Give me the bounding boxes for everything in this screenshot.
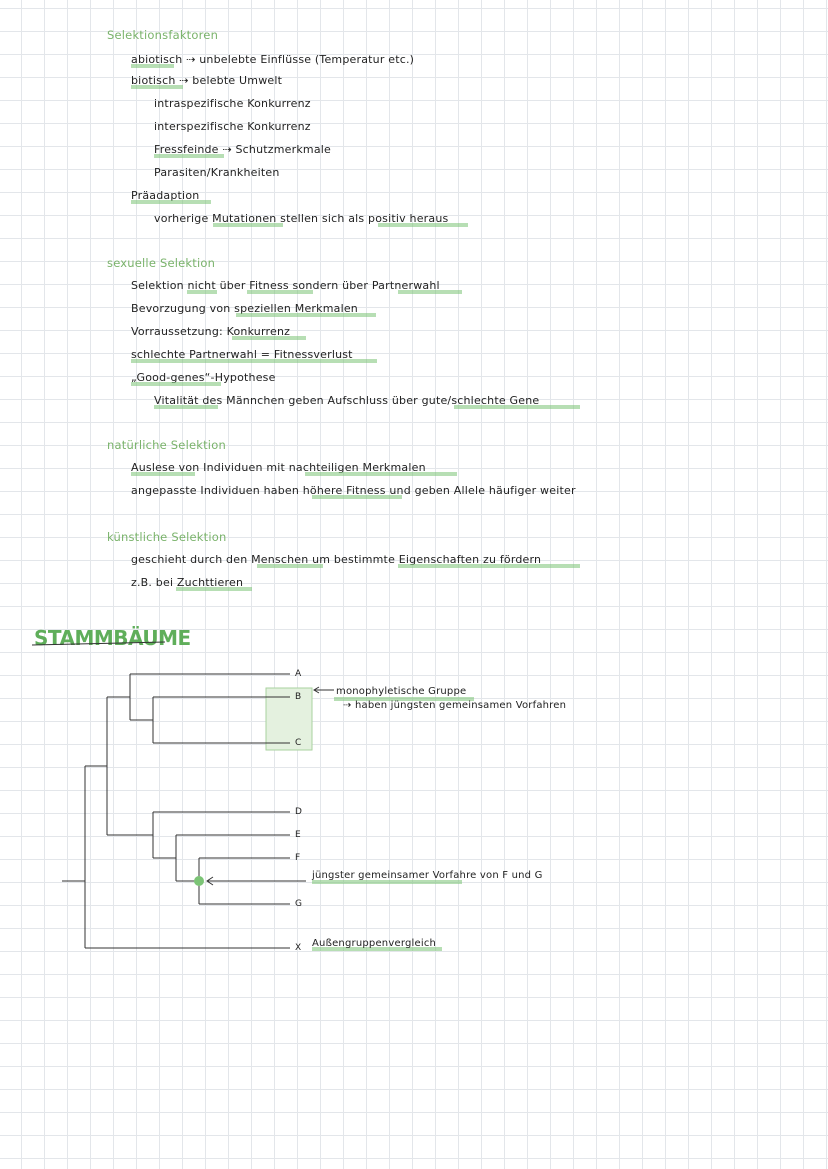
line-intraspezifisch: intraspezifische Konkurrenz bbox=[154, 97, 311, 110]
taxon-b-label: B bbox=[295, 692, 302, 702]
heading-selektionsfaktoren: Selektionsfaktoren bbox=[107, 28, 219, 42]
hl-hoehere-fitness bbox=[312, 491, 402, 499]
taxon-d-label: D bbox=[295, 807, 302, 817]
taxon-f-label: F bbox=[295, 853, 301, 863]
hl-positiv bbox=[378, 219, 468, 227]
hl-aussengruppe bbox=[312, 945, 442, 951]
hl-konkurrenz bbox=[232, 332, 306, 340]
hl-abiotisch bbox=[131, 60, 174, 68]
line-parasiten: Parasiten/Krankheiten bbox=[154, 166, 280, 179]
heading-natuerliche-selektion: natürliche Selektion bbox=[107, 438, 226, 452]
line-interspezifisch: interspezifische Konkurrenz bbox=[154, 120, 311, 133]
annotation-common-ancestor: ⇢ haben jüngsten gemeinsamen Vorfahren bbox=[343, 700, 567, 711]
hl-schlechte bbox=[131, 355, 377, 363]
heading-stammbaeume: STAMMBÄUME bbox=[34, 626, 191, 650]
hl-eigenschaften bbox=[398, 560, 580, 568]
hl-praeadaption bbox=[131, 196, 211, 204]
hl-juengster bbox=[312, 878, 462, 884]
taxon-x-label: X bbox=[295, 943, 302, 953]
hl-auslese bbox=[131, 468, 195, 476]
hl-zuchttieren bbox=[176, 583, 252, 591]
line-angepasste-individuen: angepasste Individuen haben höhere Fitne… bbox=[131, 484, 576, 497]
taxon-c-label: C bbox=[295, 738, 302, 748]
hl-good-genes bbox=[131, 378, 221, 386]
taxon-a-label: A bbox=[295, 669, 302, 679]
annotation-outgroup: Außengruppenvergleich bbox=[312, 938, 437, 949]
annotation-monophyletic-group: monophyletische Gruppe bbox=[336, 686, 467, 697]
hl-menschen bbox=[257, 560, 323, 568]
line-abiotisch: abiotisch ⇢ unbelebte Einflüsse (Tempera… bbox=[131, 53, 415, 66]
heading-sexuelle-selektion: sexuelle Selektion bbox=[107, 256, 216, 270]
hl-merkmalen bbox=[236, 309, 376, 317]
hl-gene bbox=[454, 401, 580, 409]
hl-fressfeinde bbox=[154, 150, 224, 158]
hl-fitness bbox=[247, 286, 313, 294]
hl-vitalitaet bbox=[154, 401, 218, 409]
taxon-g-label: G bbox=[295, 899, 302, 909]
hl-partnerwahl bbox=[398, 286, 462, 294]
line-vitalitaet: Vitalität des Männchen geben Aufschluss … bbox=[154, 394, 540, 407]
heading-kuenstliche-selektion: künstliche Selektion bbox=[107, 530, 227, 544]
annotation-youngest-ancestor: jüngster gemeinsamer Vorfahre von F und … bbox=[312, 870, 543, 881]
taxon-e-label: E bbox=[295, 830, 301, 840]
hl-monophyletisch bbox=[334, 695, 474, 701]
hl-mutationen bbox=[213, 219, 283, 227]
hl-nicht bbox=[187, 286, 217, 294]
hl-nachteilig bbox=[305, 468, 457, 476]
hl-biotisch bbox=[131, 81, 183, 89]
